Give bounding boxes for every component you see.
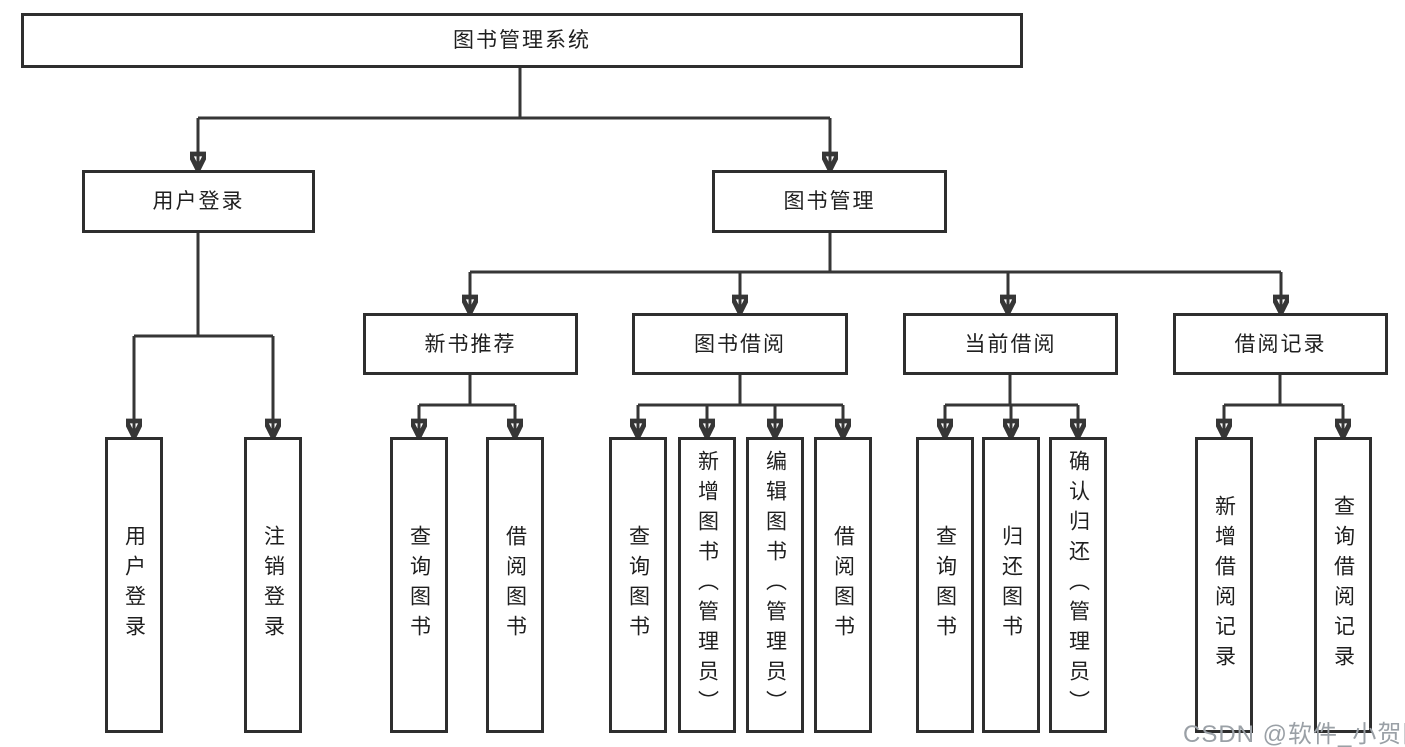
leaf-label: 注销登录 xyxy=(261,525,285,645)
leaf-label: 新增借阅记录 xyxy=(1212,495,1236,675)
leaf-query-books-current: 查询图书 xyxy=(916,437,974,733)
connector-borrow-record-group xyxy=(1224,375,1343,437)
connector-user-login-group xyxy=(134,233,273,437)
leaf-label: 查询借阅记录 xyxy=(1331,495,1355,675)
csdn-watermark: CSDN @软件_小贺同学 xyxy=(1183,721,1405,747)
node-book-borrowing: 图书借阅 xyxy=(632,313,848,375)
connector-current-borrow-group xyxy=(945,375,1078,437)
leaf-label: 查询图书 xyxy=(407,525,431,645)
node-current-borrowing: 当前借阅 xyxy=(903,313,1118,375)
leaf-label: 编辑图书（管理员） xyxy=(763,450,787,720)
node-borrowing-records: 借阅记录 xyxy=(1173,313,1388,375)
leaf-label: 查询图书 xyxy=(933,525,957,645)
leaf-borrow-books: 借阅图书 xyxy=(814,437,872,733)
node-user-login: 用户登录 xyxy=(82,170,315,233)
leaf-edit-books-admin: 编辑图书（管理员） xyxy=(746,437,804,733)
connector-root-to-level2 xyxy=(198,68,830,170)
leaf-logout: 注销登录 xyxy=(244,437,302,733)
leaf-query-books-borrow: 查询图书 xyxy=(609,437,667,733)
node-book-management: 图书管理 xyxy=(712,170,947,233)
leaf-label: 借阅图书 xyxy=(503,525,527,645)
leaf-query-borrow-record: 查询借阅记录 xyxy=(1314,437,1372,733)
node-library-management-system: 图书管理系统 xyxy=(21,13,1023,68)
leaf-label: 查询图书 xyxy=(626,525,650,645)
leaf-query-books-recommend: 查询图书 xyxy=(390,437,448,733)
leaf-user-login: 用户登录 xyxy=(105,437,163,733)
node-new-book-recommendation: 新书推荐 xyxy=(363,313,578,375)
leaf-label: 新增图书（管理员） xyxy=(695,450,719,720)
leaf-label: 用户登录 xyxy=(122,525,146,645)
connector-book-borrow-group xyxy=(638,375,843,437)
leaf-return-books: 归还图书 xyxy=(982,437,1040,733)
leaf-borrow-books-recommend: 借阅图书 xyxy=(486,437,544,733)
leaf-label: 借阅图书 xyxy=(831,525,855,645)
leaf-add-borrow-record: 新增借阅记录 xyxy=(1195,437,1253,733)
connector-book-management-group xyxy=(470,233,1281,313)
leaf-confirm-return-admin: 确认归还（管理员） xyxy=(1049,437,1107,733)
connector-new-book-group xyxy=(419,375,515,437)
leaf-add-books-admin: 新增图书（管理员） xyxy=(678,437,736,733)
leaf-label: 确认归还（管理员） xyxy=(1066,450,1090,720)
leaf-label: 归还图书 xyxy=(999,525,1023,645)
